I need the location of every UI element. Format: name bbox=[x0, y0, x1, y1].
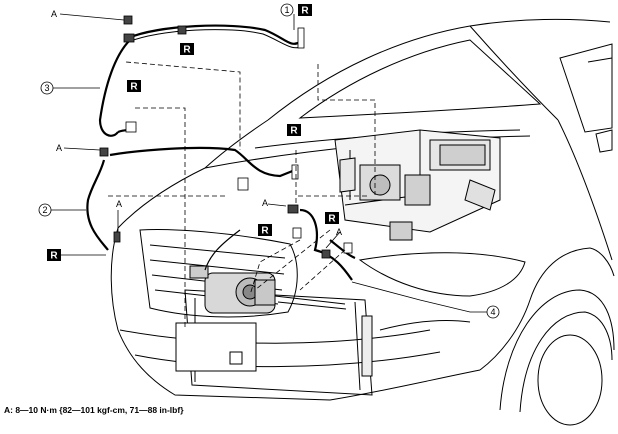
replace-badge: R bbox=[127, 80, 141, 93]
fitting-pipe4-a bbox=[292, 227, 302, 239]
torque-label-a: A bbox=[51, 9, 57, 19]
svg-text:2: 2 bbox=[42, 205, 47, 215]
torque-label-a: A bbox=[336, 227, 342, 237]
torque-specification-caption: A: 8—10 N·m {82—101 kgf-cm, 71—88 in-lbf… bbox=[4, 405, 184, 415]
condenser-assembly bbox=[175, 265, 373, 396]
fitting-nut-right bbox=[321, 249, 331, 259]
fitting-nut-mid bbox=[99, 147, 109, 157]
fitting-pipe2-end bbox=[113, 231, 121, 243]
torque-labels: A A A A A bbox=[51, 9, 342, 237]
svg-text:R: R bbox=[301, 6, 309, 17]
fitting-hose1-end bbox=[297, 27, 305, 49]
callout-leaders bbox=[50, 13, 488, 313]
replace-badge: R bbox=[298, 4, 312, 17]
refrigerant-lines bbox=[86, 24, 356, 281]
svg-text:R: R bbox=[50, 251, 58, 262]
fitting-pipe2-right bbox=[291, 164, 299, 180]
fitting-nut-top bbox=[123, 15, 133, 25]
heater-unit bbox=[334, 129, 501, 241]
svg-text:3: 3 bbox=[44, 83, 49, 93]
svg-text:R: R bbox=[290, 126, 298, 137]
callout-4: 4 bbox=[486, 305, 500, 319]
callout-3: 3 bbox=[40, 81, 54, 95]
replace-badge: R bbox=[258, 224, 272, 237]
callout-1: 1 bbox=[280, 3, 294, 17]
torque-label-a: A bbox=[56, 143, 62, 153]
replace-badge: R bbox=[325, 212, 339, 225]
fittings bbox=[99, 15, 353, 259]
callout-2: 2 bbox=[38, 203, 52, 217]
replace-badge: R bbox=[47, 249, 61, 262]
fitting-center bbox=[287, 204, 299, 214]
replace-badge: R bbox=[287, 124, 301, 137]
fitting-top-left bbox=[123, 33, 135, 43]
torque-label-a: A bbox=[116, 199, 122, 209]
fitting-hose3-end bbox=[125, 121, 137, 133]
svg-text:R: R bbox=[183, 45, 191, 56]
reference-lines bbox=[108, 61, 376, 330]
replace-badges: R R R R R R R bbox=[47, 4, 339, 262]
fitting-pipe4-b bbox=[343, 242, 353, 254]
svg-text:4: 4 bbox=[490, 307, 495, 317]
svg-text:R: R bbox=[261, 226, 269, 237]
fitting-bracket bbox=[237, 177, 249, 191]
svg-text:R: R bbox=[328, 214, 336, 225]
replace-badge: R bbox=[180, 43, 194, 56]
svg-text:1: 1 bbox=[284, 5, 289, 15]
svg-text:R: R bbox=[130, 82, 138, 93]
fitting-top-joint bbox=[177, 25, 187, 35]
torque-label-a: A bbox=[262, 198, 268, 208]
